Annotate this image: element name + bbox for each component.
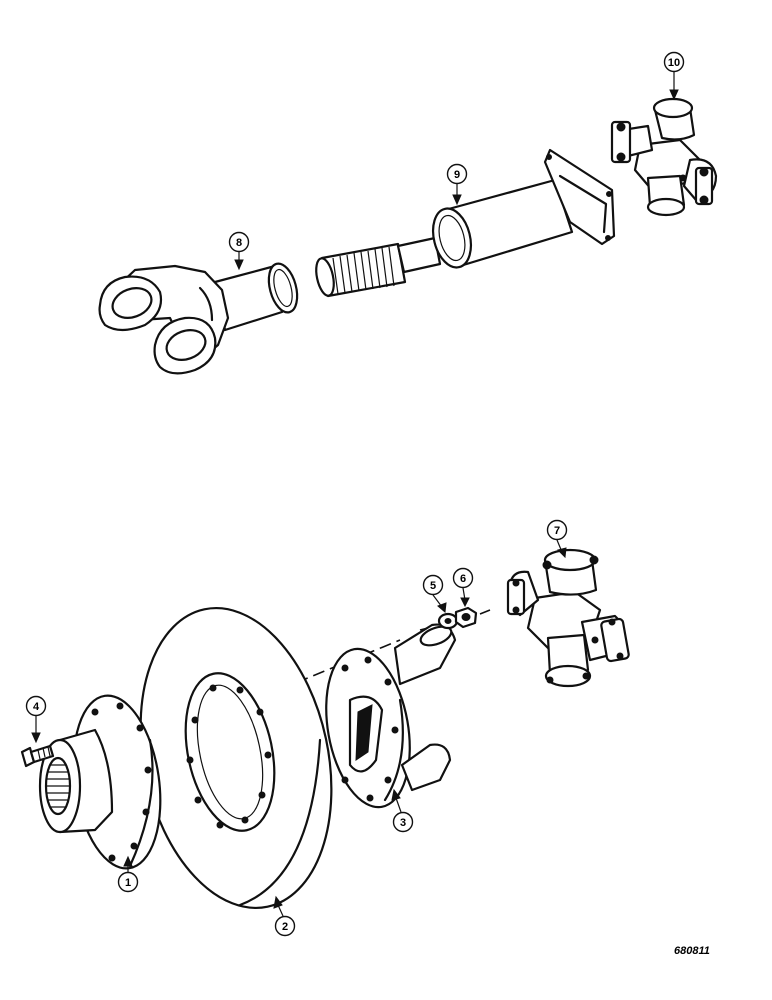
callout-part-6: 6 <box>452 567 474 608</box>
universal-joint-part-7 <box>506 548 630 688</box>
callout-part-9: 9 <box>446 163 468 206</box>
callout-part-3: 3 <box>391 788 414 833</box>
brake-disc-part-2 <box>139 606 333 910</box>
hub-flange-part-1 <box>38 694 162 870</box>
callout-label: 7 <box>554 525 560 537</box>
callout-label: 1 <box>125 877 131 889</box>
callout-label: 5 <box>430 580 436 592</box>
callout-part-4: 4 <box>25 695 47 744</box>
yoke-tube-part-8 <box>98 262 299 375</box>
companion-flange-part-3 <box>325 623 457 809</box>
washer-part-5 <box>437 612 459 630</box>
splined-shaft-part-9 <box>315 148 616 298</box>
callout-label: 4 <box>33 701 40 713</box>
callout-part-5: 5 <box>422 574 447 613</box>
callout-part-7: 7 <box>546 519 568 559</box>
universal-joint-part-10 <box>610 97 718 217</box>
callout-label: 10 <box>668 57 680 69</box>
drawing-code: 680811 <box>674 945 710 957</box>
callout-part-8: 8 <box>228 231 250 271</box>
callout-part-10: 10 <box>663 51 685 101</box>
nut-part-6 <box>454 606 478 629</box>
bolt-part-4 <box>20 744 55 768</box>
callout-label: 3 <box>400 817 406 829</box>
callout-part-1: 1 <box>117 855 139 893</box>
callout-label: 8 <box>236 237 242 249</box>
callout-label: 9 <box>454 169 460 181</box>
callout-label: 2 <box>282 921 288 933</box>
callout-label: 6 <box>460 573 466 585</box>
callout-part-2: 2 <box>273 895 296 937</box>
